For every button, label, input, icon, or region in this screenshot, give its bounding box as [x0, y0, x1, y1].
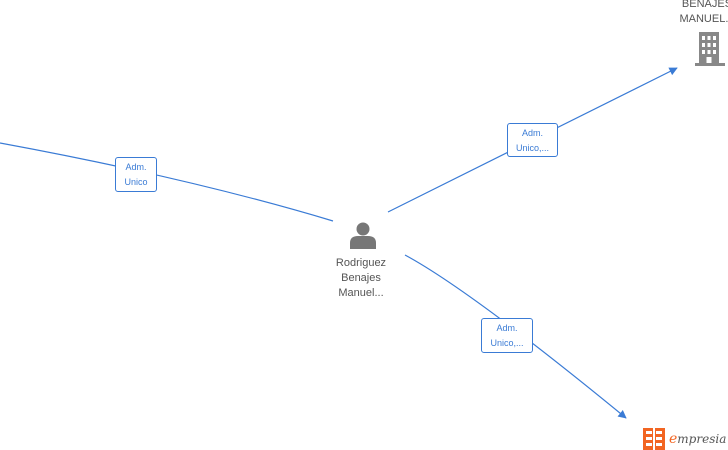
edge-label-left[interactable]: Adm. Unico [115, 157, 157, 192]
person-node-label[interactable]: Rodriguez Benajes Manuel... [320, 256, 402, 301]
edge-label-bottom-right-line-1: Adm. [496, 323, 518, 333]
person-name-line-1: Rodriguez [335, 257, 387, 269]
edge-label-top-right-line-1: Adm. [521, 128, 543, 138]
person-icon[interactable] [349, 221, 377, 254]
edge-line-left [0, 142, 334, 222]
edge-label-top-right[interactable]: Adm. Unico,... [507, 123, 558, 157]
edge-label-bottom-right-line-2: Unico,... [490, 338, 524, 348]
edge-label-bottom-right[interactable]: Adm. Unico,... [481, 318, 533, 353]
empresia-logo-icon [643, 428, 665, 450]
company-name-line-1: BENAJES [681, 0, 728, 10]
person-name-line-3: Manuel... [338, 287, 384, 299]
company-name-line-2: MANUEL... [679, 13, 728, 25]
empresia-logo-text: empresia [669, 431, 727, 447]
edge-line-bottom-right [404, 254, 627, 419]
edge-label-top-right-line-2: Unico,... [515, 143, 549, 153]
edge-label-left-line-2: Unico [124, 177, 148, 187]
building-icon[interactable] [695, 32, 725, 71]
company-node-label[interactable]: BENAJES MANUEL... [672, 0, 728, 27]
edge-label-left-line-1: Adm. [125, 162, 147, 172]
empresia-logo: empresia [643, 428, 726, 450]
person-name-line-2: Benajes [341, 272, 381, 284]
